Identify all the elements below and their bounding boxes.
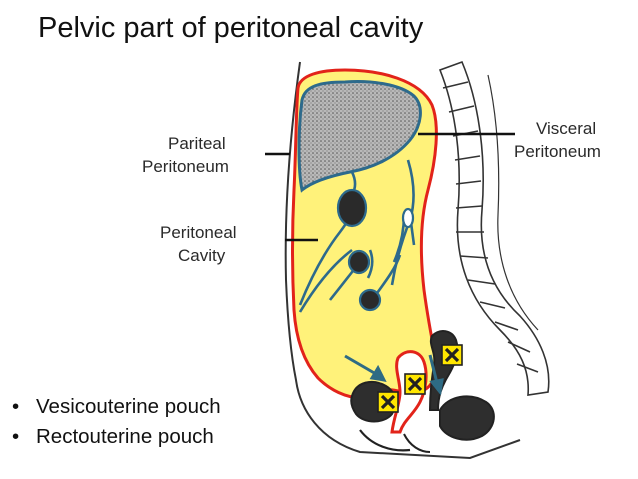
slide-title: Pelvic part of peritoneal cavity xyxy=(38,12,424,44)
pouch-marker-icon xyxy=(377,344,463,413)
label-pariteal-peritoneum-line2: Peritoneum xyxy=(142,157,229,176)
liver xyxy=(297,80,422,193)
pouch-arrows xyxy=(344,354,444,396)
bullet-item-vesicouterine: •Vesicouterine pouch xyxy=(12,395,221,418)
body-outline xyxy=(284,61,521,460)
label-peritoneal-cavity-line2: Cavity xyxy=(178,246,226,265)
bullet-text: Rectouterine pouch xyxy=(36,425,214,448)
pouch-marker-x-2 xyxy=(407,376,423,392)
label-pariteal-peritoneum-line1: Pariteal xyxy=(168,134,226,153)
label-peritoneal-cavity-line1: Peritoneal xyxy=(160,223,237,242)
bullet-text: Vesicouterine pouch xyxy=(36,395,221,418)
label-visceral-peritoneum-line2: Peritoneum xyxy=(514,142,601,161)
bullet-item-rectouterine: •Rectouterine pouch xyxy=(12,425,214,448)
spine xyxy=(438,60,550,396)
pouch-marker-x-1 xyxy=(444,347,460,363)
leader-lines xyxy=(265,132,515,242)
pouch-marker-x-3 xyxy=(380,394,396,410)
label-visceral-peritoneum-line1: Visceral xyxy=(536,119,596,138)
bullet-list: •Vesicouterine pouch •Rectouterine pouch xyxy=(12,392,221,452)
viscera xyxy=(336,188,415,312)
